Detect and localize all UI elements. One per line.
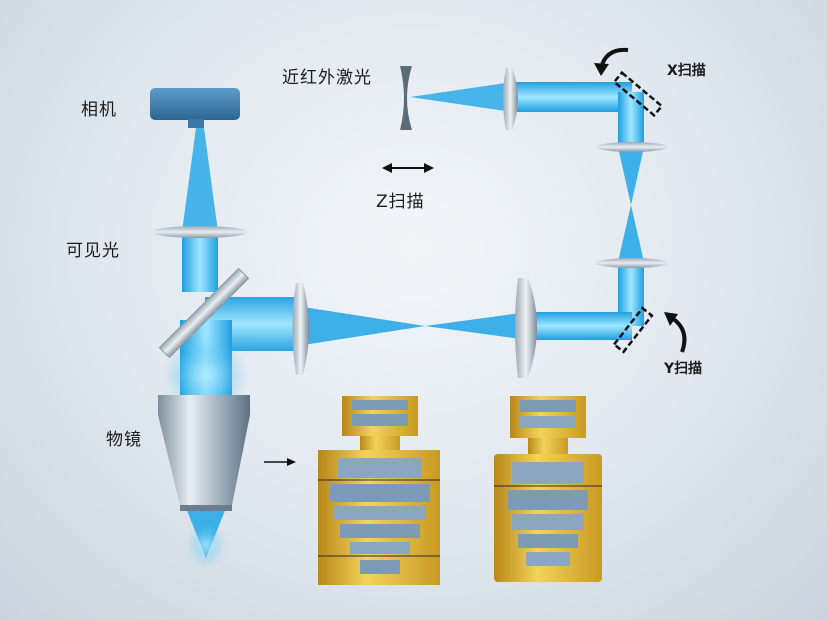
relay-lens-left [292, 283, 309, 375]
nir-laser-label: 近红外激光 [282, 68, 372, 88]
y-scan-mirror [612, 306, 654, 354]
visible-light-label: 可见光 [66, 241, 120, 261]
z-scan-lens [400, 66, 412, 130]
right-lower-lens [596, 258, 668, 268]
visible-light-lens [152, 226, 248, 238]
camera [150, 88, 240, 128]
objective-label: 物镜 [106, 430, 142, 450]
right-upper-lens [596, 142, 668, 152]
objective-cross-section-right [494, 396, 602, 582]
collimating-lens [503, 68, 518, 130]
camera-label: 相机 [81, 100, 117, 120]
z-scan-label: Z扫描 [376, 192, 425, 212]
z-scan-double-arrow [382, 163, 434, 173]
y-scan-label: Y扫描 [664, 361, 703, 377]
x-scan-rotate-arrow [594, 47, 629, 76]
dichroic-mirror [158, 267, 250, 359]
objective-cross-section-left [318, 396, 440, 585]
objective-lens [158, 395, 250, 511]
laser-beam-path [164, 82, 644, 567]
y-scan-rotate-arrow [664, 312, 687, 353]
x-scan-mirror [612, 70, 664, 118]
relay-lens-right [515, 278, 537, 378]
pointer-arrow [264, 458, 296, 466]
x-scan-label: X扫描 [667, 63, 706, 79]
